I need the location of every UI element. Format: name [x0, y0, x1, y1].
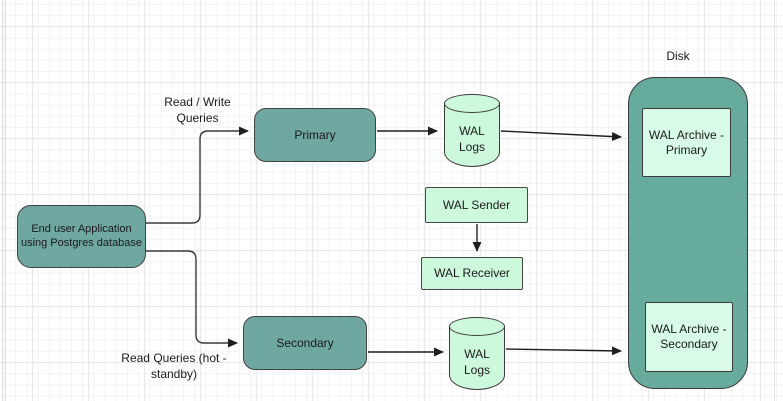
read-queries-hot-standby-label: Read Queries (hot - standby) [121, 351, 227, 381]
wal-receiver-label: WAL Receiver [434, 266, 510, 280]
cylinder-top-ellipse [449, 317, 505, 336]
cylinder-body [444, 103, 500, 167]
wal-logs-primary-label: WAL Logs [458, 123, 486, 154]
wal-archive-primary-label: WAL Archive - Primary [648, 127, 725, 157]
left-page-edge [2, 0, 3, 401]
end-user-app-label: End user Application using Postgres data… [20, 222, 143, 249]
primary-label: Primary [294, 127, 336, 142]
right-page-edge [774, 0, 775, 401]
cylinder-top-ellipse [444, 94, 500, 113]
wal-receiver-node[interactable]: WAL Receiver [421, 257, 523, 290]
wal-sender-label: WAL Sender [442, 197, 511, 212]
wal-logs-primary-cylinder[interactable]: WAL Logs [444, 94, 500, 167]
left-page-edge-2 [5, 0, 6, 401]
wal-logs-secondary-cylinder[interactable]: WAL Logs [449, 317, 505, 390]
connector-wallogs-to-archive-secondary[interactable] [505, 346, 622, 356]
cylinder-body [449, 326, 505, 390]
wal-archive-secondary-node[interactable]: WAL Archive - Secondary [645, 302, 733, 372]
connector-enduser-to-secondary[interactable] [146, 250, 238, 348]
wal-logs-secondary-label: WAL Logs [463, 346, 491, 377]
read-write-queries-label: Read / Write Queries [164, 95, 231, 125]
secondary-node[interactable]: Secondary [243, 316, 367, 370]
secondary-label: Secondary [276, 335, 334, 350]
wal-sender-node[interactable]: WAL Sender [425, 187, 528, 223]
wal-archive-secondary-label: WAL Archive - Secondary [651, 322, 727, 351]
primary-node[interactable]: Primary [254, 108, 376, 162]
end-user-app-node[interactable]: End user Application using Postgres data… [17, 205, 146, 268]
disk-title: Disk [666, 49, 690, 63]
wal-archive-primary-node[interactable]: WAL Archive - Primary [642, 108, 731, 177]
connector-wallogs-to-archive-primary[interactable] [500, 130, 622, 142]
connector-enduser-to-primary[interactable] [146, 126, 249, 224]
